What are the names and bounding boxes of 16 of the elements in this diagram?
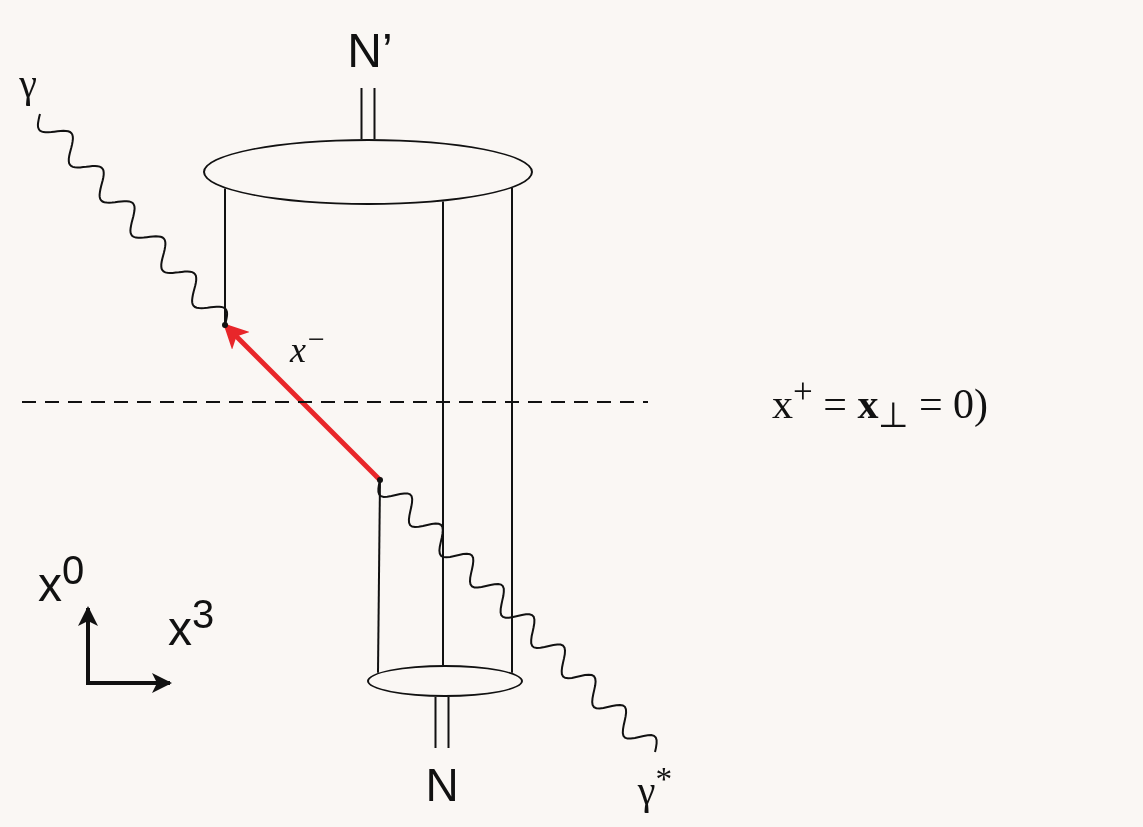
line [511,187,513,674]
axis-label: x$^{3}$ [168,592,215,656]
double-line [360,87,376,140]
line [442,200,444,666]
particle-label: N’ [347,22,393,78]
particle-label: γ$^{*}$ [637,759,673,815]
equation-label: x$^{+}$ = x$_{⊥}$ = 0) [772,372,989,437]
double-line [434,696,450,749]
particle-label: γ [19,59,37,107]
particle-label: N [425,758,459,812]
vertex-dot [377,477,383,483]
ellipse-blob [367,665,523,697]
arrow [223,323,382,482]
axis-label: x$^{0}$ [38,548,85,612]
vertex-dot [222,322,228,328]
ellipse-blob [203,139,533,205]
